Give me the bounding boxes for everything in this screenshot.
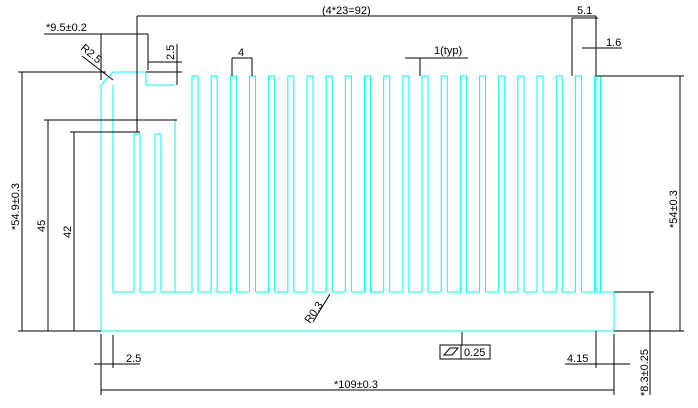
fin-thickness-label: 1(typ) [434, 45, 462, 57]
fin [268, 75, 276, 292]
heatsink-profile [100, 71, 615, 332]
fin [459, 75, 467, 292]
fin [536, 75, 544, 292]
height-42-label: 42 [62, 226, 74, 238]
step-height-label: 2.5 [165, 45, 177, 60]
base-right-offset-label: 4.15 [567, 353, 588, 365]
pitch-total-label: (4*23=92) [322, 5, 371, 17]
fin [191, 75, 199, 292]
right-fin-offset-label: 5.1 [577, 5, 592, 17]
fin [479, 75, 487, 292]
short-fins [133, 119, 176, 292]
fin [517, 75, 525, 292]
overall-height-left-label: *54.9±0.3 [10, 183, 22, 230]
fin-array [113, 75, 602, 293]
base-outline [101, 291, 615, 332]
overall-height-right-label: *54±0.3 [668, 190, 680, 228]
right-end-fin [595, 75, 602, 292]
fin [421, 75, 429, 292]
fin [249, 75, 257, 292]
height-45-label: 45 [36, 220, 48, 232]
fin [306, 75, 314, 292]
left-fin-width-label: *9.5±0.2 [46, 22, 87, 34]
root-radius-label: R0.3 [303, 300, 326, 326]
fin [402, 75, 410, 292]
fin [383, 75, 391, 292]
fin [440, 75, 448, 292]
fin [229, 75, 237, 292]
fin [325, 75, 333, 292]
fin [210, 75, 218, 292]
left-notch [100, 71, 175, 86]
dimension-lines [18, 15, 684, 395]
fin [594, 75, 602, 292]
fin [287, 75, 295, 292]
fin [574, 75, 582, 292]
base-left-offset-label: 2.5 [126, 353, 141, 365]
overall-width-label: *109±0.3 [334, 379, 378, 391]
right-edge-fin-label: 1.6 [606, 37, 621, 49]
fin [498, 75, 506, 292]
base-thickness-label: *8.3±0.25 [639, 349, 651, 396]
flatness-label: 0.25 [464, 347, 485, 359]
fin [555, 75, 563, 292]
fin [344, 75, 352, 292]
fin [364, 75, 372, 292]
flatness-icon [442, 347, 460, 356]
slot-width-label: 4 [238, 47, 244, 59]
